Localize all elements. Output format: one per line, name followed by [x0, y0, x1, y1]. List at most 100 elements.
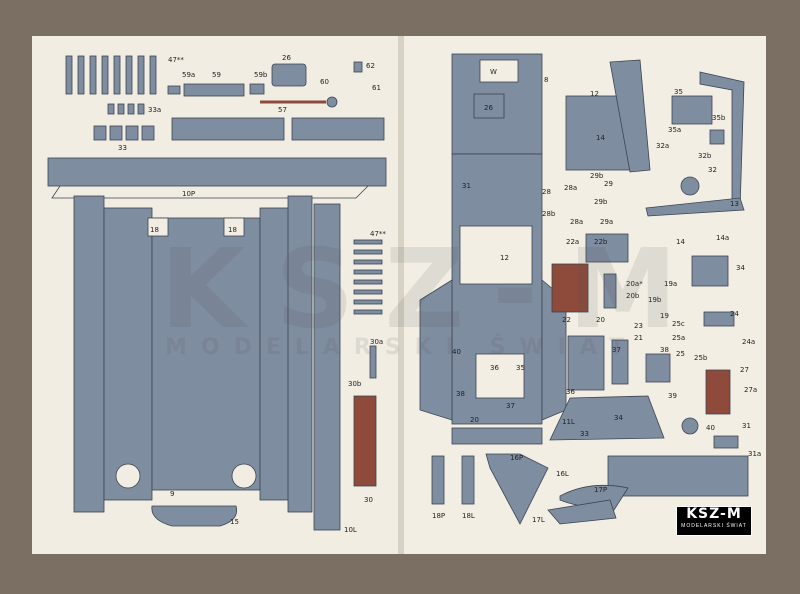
part-57b	[291, 117, 385, 141]
label-30a: 30a	[370, 338, 383, 346]
part-16P	[485, 453, 549, 525]
label-31a: 31a	[748, 450, 761, 458]
label-59: 59	[212, 71, 221, 79]
labels: 47** 59a 59 59b 26 62 60 61 33a 57 33 10…	[118, 54, 761, 534]
part-10P	[47, 157, 387, 187]
label-28a: 28a	[564, 184, 577, 192]
label-22b: 22b	[594, 238, 608, 246]
label-25b: 25b	[694, 354, 708, 362]
label-29: 29	[604, 180, 613, 188]
floor-hole-left	[115, 463, 141, 489]
part-26-box	[473, 93, 505, 119]
label-8: 8	[544, 76, 548, 84]
label-32b: 32b	[698, 152, 712, 160]
part-60-end	[326, 96, 338, 108]
label-35b: 35b	[712, 114, 726, 122]
part-27	[705, 369, 731, 415]
logo-subtitle: MODELARSKI ŚWIAT	[681, 523, 747, 529]
spine	[398, 36, 404, 554]
label-30b: 30b	[348, 380, 362, 388]
label-box-18b	[223, 217, 245, 237]
label-13: 13	[730, 200, 739, 208]
label-31: 31	[462, 182, 471, 190]
part-33-hatch	[607, 455, 749, 497]
label-box-18a	[147, 217, 169, 237]
label-35r: 35	[516, 364, 525, 372]
part-18P	[431, 455, 445, 505]
label-19: 19	[660, 312, 669, 320]
part-31	[713, 435, 739, 449]
label-20b: 20b	[626, 292, 640, 300]
part-21	[611, 339, 629, 385]
label-30: 30	[364, 496, 373, 504]
label-38b: 38	[456, 390, 465, 398]
part-35	[671, 95, 713, 125]
part-15	[151, 505, 238, 527]
label-28: 28	[542, 188, 551, 196]
label-25: 25	[676, 350, 685, 358]
label-36: 36	[490, 364, 499, 372]
label-18a: 18	[150, 226, 159, 234]
label-10L: 10L	[344, 526, 357, 534]
label-47b: 47**	[370, 230, 386, 238]
label-47: 47**	[168, 56, 184, 64]
label-38: 38	[660, 346, 669, 354]
label-34b: 34	[614, 414, 623, 422]
part-18L	[461, 455, 475, 505]
parts-33	[93, 125, 155, 141]
window-36	[475, 353, 525, 399]
part-40	[681, 417, 699, 435]
label-40: 40	[452, 348, 461, 356]
label-12: 12	[500, 254, 509, 262]
tab-parts-47	[65, 55, 157, 95]
label-40b: 40	[706, 424, 715, 432]
brand-logo: KSZ-M MODELARSKI ŚWIAT	[676, 506, 752, 536]
label-23: 23	[634, 322, 643, 330]
label-18b: 18	[228, 226, 237, 234]
label-61: 61	[372, 84, 381, 92]
label-32a: 32a	[656, 142, 669, 150]
label-W: W	[490, 68, 497, 76]
label-39: 39	[668, 392, 677, 400]
floor-side-left	[73, 195, 105, 513]
label-14a: 14a	[716, 234, 729, 242]
label-35: 35	[674, 88, 683, 96]
part-59a	[167, 85, 181, 95]
floor-left-strip	[103, 207, 153, 501]
label-32: 32	[708, 166, 717, 174]
label-33r: 33	[580, 430, 589, 438]
label-9: 9	[170, 490, 174, 498]
label-27a: 27a	[744, 386, 757, 394]
part-24	[703, 311, 735, 327]
label-27: 27	[740, 366, 749, 374]
right-parts	[419, 53, 749, 525]
label-29b: 29b	[590, 172, 604, 180]
part-62	[353, 61, 363, 73]
label-17L: 17L	[532, 516, 545, 524]
label-33a: 33a	[148, 106, 161, 114]
label-18P: 18P	[432, 512, 445, 520]
part-30a	[369, 345, 377, 379]
part-22	[551, 263, 589, 313]
label-36b: 36	[566, 388, 575, 396]
label-16L: 16L	[556, 470, 569, 478]
label-28b: 28b	[542, 210, 556, 218]
label-26: 26	[282, 54, 291, 62]
left-parts	[47, 55, 387, 531]
window-12	[459, 225, 533, 285]
part-32	[680, 176, 700, 196]
part-59b	[249, 83, 265, 95]
part-26	[271, 63, 307, 87]
label-37b: 37	[506, 402, 515, 410]
label-19a: 19a	[664, 280, 677, 288]
label-35a: 35a	[668, 126, 681, 134]
label-31r: 31	[742, 422, 751, 430]
label-20a: 20a*	[626, 280, 643, 288]
label-12r: 12	[590, 90, 599, 98]
label-37: 37	[612, 346, 621, 354]
tab-parts-47b	[353, 239, 383, 315]
label-24a: 24a	[742, 338, 755, 346]
part-38	[645, 353, 671, 383]
